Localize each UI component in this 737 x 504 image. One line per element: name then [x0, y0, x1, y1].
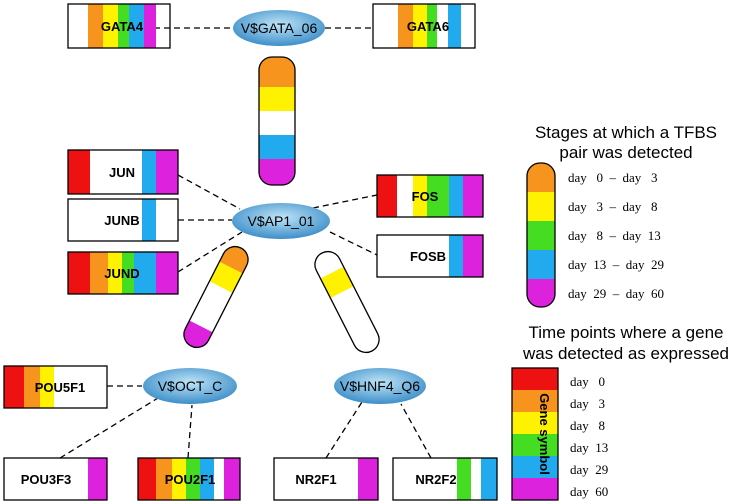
edge-pou2f1: [187, 404, 193, 459]
gene-box-nr2f1: NR2F1: [273, 457, 379, 501]
node-hnf4: V$HNF4_Q6: [334, 368, 426, 404]
edge-jun: [177, 174, 241, 210]
edge-fos: [312, 194, 378, 209]
gene-box-jun: JUN: [67, 149, 179, 195]
edge-nr2f2: [400, 403, 432, 459]
edge-fosb: [329, 231, 378, 256]
gene-box-fos: FOS: [376, 174, 484, 218]
gene-junb-label: JUNB: [104, 213, 139, 228]
gene-fos-label: FOS: [412, 189, 439, 204]
legend-stage-4: day 29 – day 60: [568, 286, 664, 301]
legend-stages-title-2: pair was detected: [559, 143, 692, 162]
legend-stages: Stages at which a TFBS pair was detected…: [526, 123, 717, 308]
gene-jund-label: JUND: [104, 266, 139, 281]
legend-timepoint-2: day 8: [570, 418, 605, 433]
gene-pou3f3-label: POU3F3: [21, 472, 72, 487]
gene-nr2f1-label: NR2F1: [295, 472, 336, 487]
legend-stage-0: day 0 – day 3: [568, 170, 658, 185]
node-ap1: V$AP1_01: [232, 203, 330, 239]
node-oct: V$OCT_C: [143, 368, 237, 404]
legend-timepoints-title-1: Time points where a gene: [529, 323, 724, 342]
legend-stage-2: day 8 – day 13: [568, 228, 661, 243]
gene-box-junb: JUNB: [67, 198, 179, 242]
gene-box-pou2f1: POU2F1: [137, 457, 241, 501]
capsule-ap1-hnf4: [310, 247, 384, 357]
legend-timepoints-title-2: was detected as expressed: [522, 344, 729, 363]
legend-timepoint-0: day 0: [570, 374, 605, 389]
legend-stage-3: day 13 – day 29: [568, 257, 664, 272]
gene-jun-label: JUN: [109, 165, 135, 180]
node-ap1-label: V$AP1_01: [248, 213, 315, 229]
capsule-ap1-oct: [179, 242, 253, 352]
legend-timepoint-4: day 29: [570, 462, 608, 477]
legend-timepoint-1: day 3: [570, 396, 605, 411]
capsule-gata-ap1: [258, 56, 296, 186]
edge-nr2f1: [325, 401, 363, 459]
edge-pou3f3: [59, 397, 159, 459]
network-edges: [59, 27, 432, 459]
gene-box-gata4: GATA4: [67, 3, 171, 49]
gene-nr2f2-label: NR2F2: [415, 472, 456, 487]
node-gata-label: V$GATA_06: [241, 20, 318, 36]
legend-gene-symbol-label: Gene symbol: [537, 393, 552, 475]
gene-fosb-label: FOSB: [410, 249, 446, 264]
legend-timepoints: Time points where a gene was detected as…: [511, 323, 729, 501]
legend-timepoint-3: day 13: [570, 440, 608, 455]
legend-stage-1: day 3 – day 8: [568, 199, 658, 214]
gene-box-pou3f3: POU3F3: [3, 457, 108, 501]
node-gata: V$GATA_06: [233, 10, 325, 46]
gene-box-jund: JUND: [67, 251, 179, 295]
gene-pou2f1-label: POU2F1: [165, 472, 216, 487]
gene-gata4-label: GATA4: [101, 19, 144, 34]
legend-timepoint-5: day 60: [570, 484, 608, 499]
node-oct-label: V$OCT_C: [158, 378, 223, 394]
edge-jund: [177, 231, 243, 273]
gene-gata6-label: GATA6: [407, 19, 449, 34]
gene-pou5f1-label: POU5F1: [35, 380, 86, 395]
legend-stages-title-1: Stages at which a TFBS: [535, 123, 717, 142]
gene-box-pou5f1: POU5F1: [3, 365, 108, 409]
node-hnf4-label: V$HNF4_Q6: [340, 378, 420, 394]
gene-box-nr2f2: NR2F2: [392, 457, 498, 501]
gene-box-gata6: GATA6: [372, 3, 476, 49]
gene-box-fosb: FOSB: [376, 234, 484, 278]
